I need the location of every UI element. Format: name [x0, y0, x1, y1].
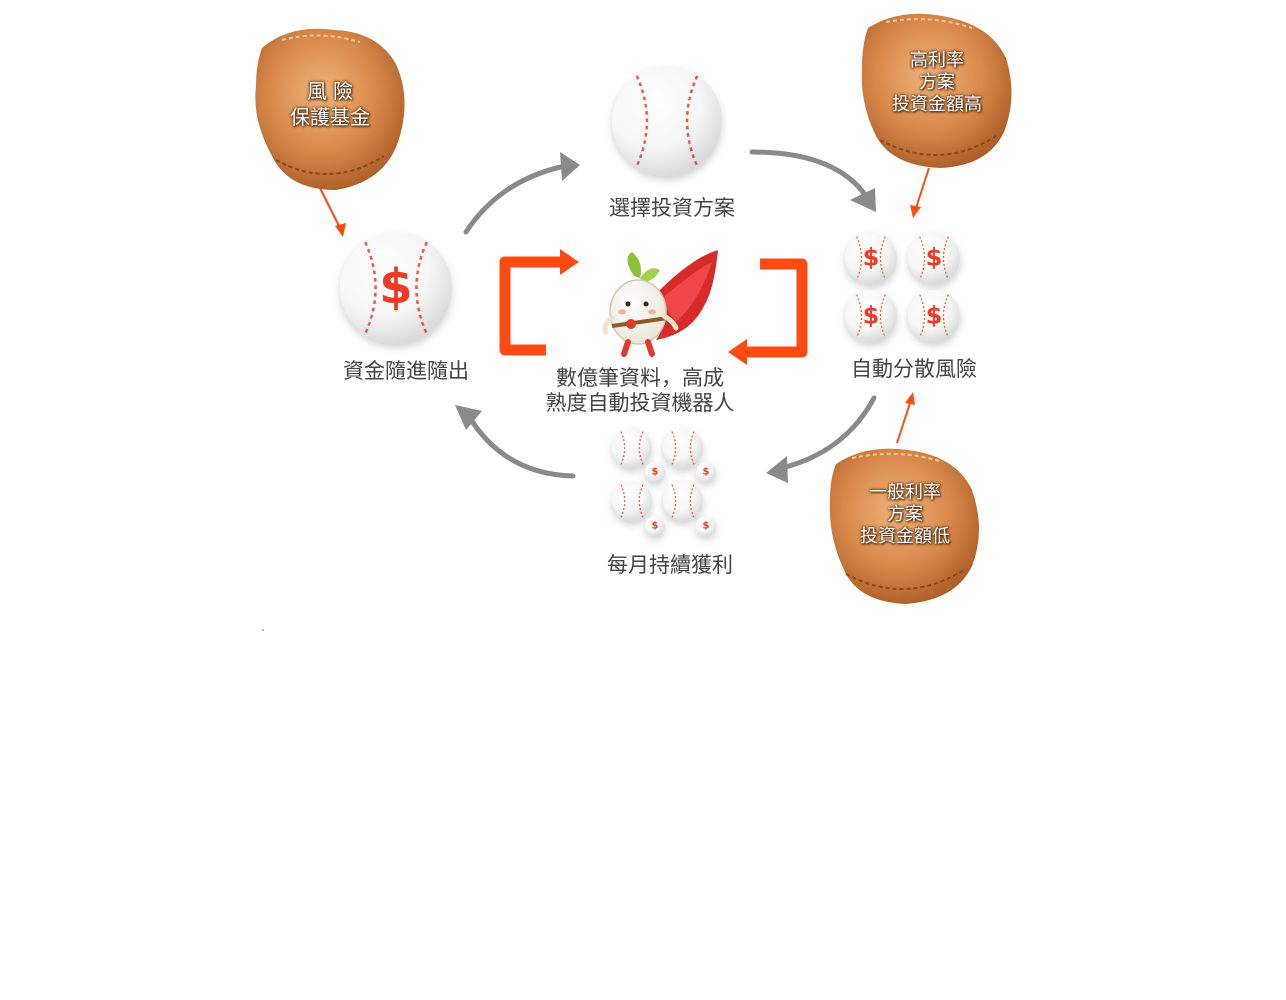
center-description-line1: 數億筆資料，高成	[556, 366, 724, 390]
step-label-funds-flow: 資金隨進隨出	[343, 359, 469, 383]
robot-mascot-illustration	[602, 250, 718, 357]
cycle-arrow-top-left	[463, 152, 580, 235]
baseball-diversified-2: $	[908, 232, 960, 284]
coin-profit-3: $	[645, 516, 665, 536]
step-label-monthly-profit: 每月持續獲利	[607, 553, 733, 577]
coin-profit-4: $	[696, 516, 716, 536]
glove-risk-fund-line1: 風 險	[306, 79, 354, 103]
baseball-choose-plan	[612, 66, 722, 176]
tiny-dot	[262, 629, 264, 631]
dollar-icon: $	[862, 243, 880, 272]
baseball-profit-3	[612, 481, 652, 521]
pointer-arrow-normal-rate	[896, 392, 915, 444]
pointer-arrow-high-rate	[910, 167, 930, 218]
dollar-icon: $	[379, 258, 413, 315]
glove-high-rate: 高利率 方案 投資金額高	[862, 10, 1012, 170]
cycle-arrow-bottom-left	[455, 405, 576, 479]
glove-shape-normal-rate	[829, 448, 979, 604]
baseball-diversified-4: $	[908, 290, 960, 342]
glove-risk-fund: 風 險 保護基金	[256, 28, 404, 190]
glove-normal-rate-line3: 投資金額低	[860, 526, 950, 547]
step-label-choose-plan: 選擇投資方案	[609, 196, 735, 220]
step-label-auto-diversify: 自動分散風險	[851, 357, 977, 381]
loop-bracket-right	[728, 258, 808, 365]
coin-profit-1: $	[645, 462, 665, 482]
cycle-arrow-top-right	[749, 149, 876, 212]
glove-high-rate-line2: 方案	[919, 72, 955, 93]
baseball-funds: $	[340, 232, 452, 344]
dollar-icon: $	[651, 466, 659, 478]
glove-normal-rate: 一般利率 方案 投資金額低	[830, 446, 980, 606]
baseball-diversified-1: $	[845, 232, 897, 284]
loop-bracket-left	[499, 249, 579, 356]
dollar-icon: $	[925, 243, 943, 272]
center-description-line2: 熟度自動投資機器人	[545, 391, 735, 415]
glove-normal-rate-line2: 方案	[887, 504, 923, 525]
baseball-diversified-3: $	[845, 290, 897, 342]
dollar-icon: $	[702, 520, 710, 532]
glove-high-rate-line3: 投資金額高	[892, 94, 982, 115]
glove-normal-rate-line1: 一般利率	[869, 482, 941, 503]
dollar-icon: $	[702, 466, 710, 478]
dollar-icon: $	[651, 520, 659, 532]
glove-shape-risk-fund	[255, 28, 405, 190]
glove-risk-fund-line2: 保護基金	[290, 105, 370, 129]
center-description: 數億筆資料，高成 熟度自動投資機器人	[520, 366, 760, 416]
pointer-arrow-risk-fund	[319, 187, 346, 237]
dollar-icon: $	[862, 301, 880, 330]
baseball-profit-1	[612, 428, 652, 468]
dollar-icon: $	[925, 301, 943, 330]
cycle-arrow-bottom-right	[766, 395, 877, 483]
glove-high-rate-line1: 高利率	[910, 50, 964, 71]
baseball-profit-2	[663, 428, 703, 468]
glove-shape-high-rate	[861, 13, 1012, 169]
baseball-profit-4	[663, 481, 703, 521]
coin-profit-2: $	[696, 462, 716, 482]
